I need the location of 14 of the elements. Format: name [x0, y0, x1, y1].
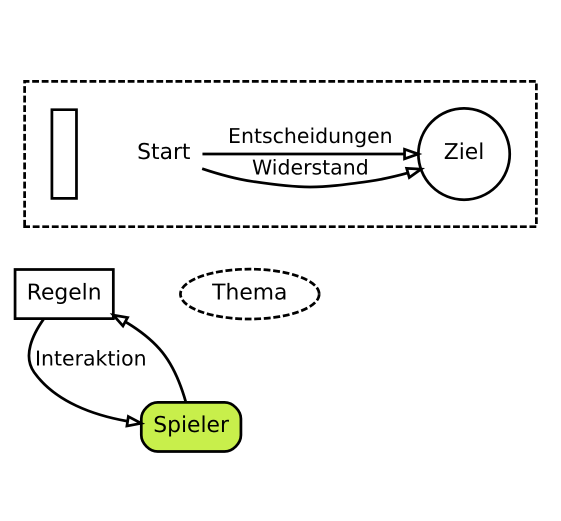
edge-label: Widerstand — [252, 155, 369, 180]
arrow — [28, 318, 146, 428]
arrow — [202, 166, 426, 188]
node-bar — [50, 108, 78, 200]
node-box: Regeln — [14, 268, 115, 320]
node-text: Start — [137, 140, 190, 165]
node-ellipse: Thema — [179, 267, 321, 320]
cluster — [23, 80, 538, 228]
node-box: Spieler — [140, 400, 242, 452]
node-circle: Ziel — [417, 106, 512, 201]
arrow — [110, 312, 188, 402]
arrow — [202, 146, 422, 160]
edge-label: Entscheidungen — [228, 124, 393, 148]
edge-label: Interaktion — [34, 346, 147, 370]
